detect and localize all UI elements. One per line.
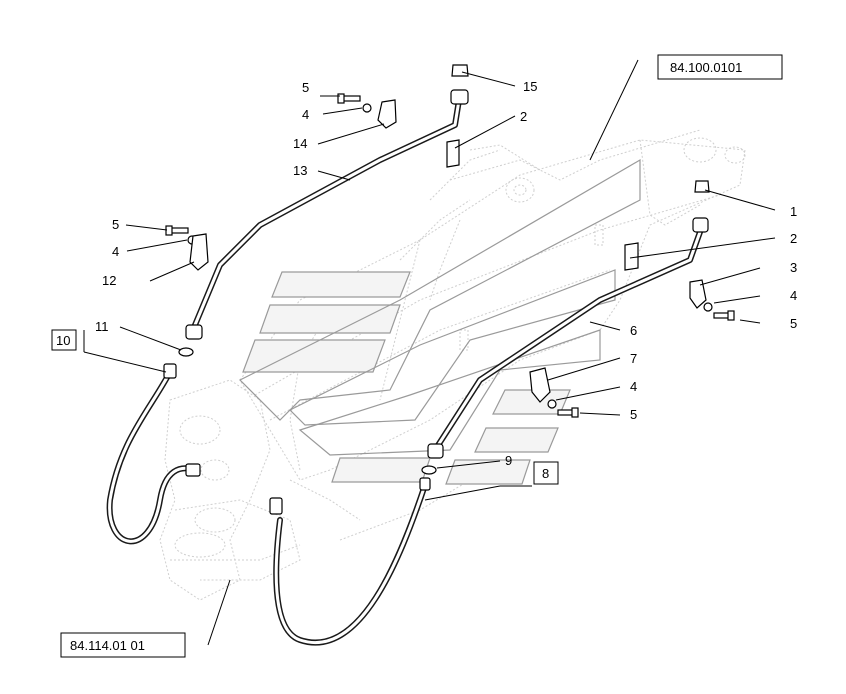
decal-chevron-small — [298, 329, 601, 456]
callout-4b: 4 — [112, 244, 119, 259]
clamp-3 — [689, 279, 707, 309]
callout-5b: 5 — [112, 217, 119, 232]
decal-stripe-1 — [271, 271, 411, 298]
hose-8-lower-end — [269, 497, 283, 515]
hose-13 — [192, 97, 462, 328]
hose-10-end — [163, 363, 177, 379]
callout-12: 12 — [102, 273, 116, 288]
hose-end-lower — [427, 443, 444, 459]
decal-block-4 — [445, 459, 531, 485]
bolt-5d-head — [571, 407, 579, 418]
o-ring-9 — [421, 465, 437, 475]
washer-4a — [362, 103, 372, 113]
frame-ref-label: 84.114.01 01 — [70, 638, 145, 653]
decal-stripe-3 — [242, 339, 386, 373]
frame-ref-box — [60, 632, 186, 658]
callout-4a: 4 — [302, 107, 309, 122]
callout-13: 13 — [293, 163, 307, 178]
hose-right-upper — [432, 229, 703, 453]
callout-1: 1 — [790, 204, 797, 219]
hose-10 — [106, 369, 198, 545]
callout-4c: 4 — [790, 288, 797, 303]
clamp-12 — [189, 233, 209, 271]
hose-end-left — [185, 324, 203, 340]
washer-4c — [703, 302, 713, 312]
callout-11: 11 — [95, 319, 109, 334]
hose-end-top — [450, 89, 469, 105]
leader-lines — [83, 59, 776, 646]
boom-outline — [239, 129, 746, 481]
decal-stripe-2 — [259, 304, 401, 334]
bolt-5b-head — [165, 225, 173, 236]
callout-15: 15 — [523, 79, 537, 94]
callout-10-box — [51, 329, 77, 351]
callout-4d: 4 — [630, 379, 637, 394]
washer-4d — [547, 399, 557, 409]
boom-ref-box — [657, 54, 783, 80]
callout-labels: 15 5 4 14 13 2 5 4 12 11 10 1 2 3 4 5 6 … — [51, 79, 797, 485]
bolt-5c-head — [727, 310, 735, 321]
callout-5d: 5 — [630, 407, 637, 422]
boom-ref-label: 84.100.0101 — [670, 60, 742, 75]
callout-3: 3 — [790, 260, 797, 275]
clamp-14 — [377, 99, 397, 129]
bolt-5b — [169, 227, 189, 234]
callout-2b: 2 — [790, 231, 797, 246]
hose-10-lower-end — [185, 463, 201, 477]
decal-set — [238, 158, 641, 485]
hose-end-right — [692, 217, 709, 233]
callout-9: 9 — [505, 453, 512, 468]
callout-7: 7 — [630, 351, 637, 366]
plate-2a — [446, 139, 460, 168]
reference-boxes: 84.100.0101 84.114.01 01 — [60, 54, 783, 658]
callout-14: 14 — [293, 136, 307, 151]
decal-block-2 — [474, 427, 559, 453]
callout-2a: 2 — [520, 109, 527, 124]
bolt-5a-head — [337, 93, 345, 104]
fitting-hardware — [163, 64, 735, 515]
callout-6: 6 — [630, 323, 637, 338]
callout-5c: 5 — [790, 316, 797, 331]
callout-8-box — [533, 461, 559, 485]
cap-1 — [694, 180, 710, 193]
plate-2b — [624, 242, 639, 271]
callout-5a: 5 — [302, 80, 309, 95]
decal-block-3 — [331, 457, 431, 483]
callout-8: 8 — [542, 466, 549, 481]
hose-8 — [273, 482, 428, 646]
hose-8-end — [419, 477, 431, 491]
cap-15 — [451, 64, 469, 77]
clamp-7 — [529, 367, 551, 403]
bolt-5a — [341, 95, 361, 102]
o-ring-11 — [178, 347, 194, 357]
decal-chevron-mid — [288, 269, 616, 426]
frame-outline — [159, 379, 471, 601]
decal-chevron-large — [238, 158, 641, 421]
callout-10: 10 — [56, 333, 70, 348]
